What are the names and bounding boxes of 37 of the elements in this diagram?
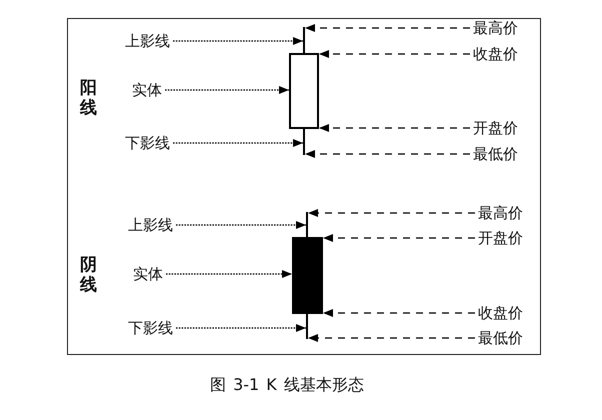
- candle-wick: [306, 314, 308, 339]
- leader-arrow: [323, 234, 475, 242]
- callout-label: 最高价: [478, 204, 523, 222]
- callout-label: 收盘价: [473, 45, 518, 63]
- candle-body: [292, 237, 323, 314]
- callout-label: 最高价: [473, 19, 518, 37]
- leader-arrow: [305, 150, 470, 158]
- callout-label: 上影线: [128, 216, 173, 234]
- callout-label: 下影线: [125, 134, 170, 152]
- callout-label: 实体: [132, 81, 162, 99]
- leader-arrow: [173, 37, 303, 45]
- section-label: 阴线: [80, 255, 97, 295]
- leader-arrow: [166, 270, 292, 278]
- candle-wick: [303, 129, 305, 155]
- leader-arrow: [305, 24, 470, 32]
- leader-arrow: [176, 221, 306, 229]
- leader-arrow: [308, 334, 475, 342]
- candle-wick: [306, 212, 308, 237]
- leader-arrow: [308, 209, 475, 217]
- leader-arrow: [176, 324, 306, 332]
- callout-label: 下影线: [128, 319, 173, 337]
- leader-arrow: [319, 50, 470, 58]
- figure-caption: 图 3-1 K 线基本形态: [210, 375, 364, 395]
- leader-arrow: [165, 86, 289, 94]
- callout-label: 实体: [133, 265, 163, 283]
- section-label: 阳线: [80, 78, 97, 118]
- callout-label: 开盘价: [478, 229, 523, 247]
- callout-label: 收盘价: [478, 304, 523, 322]
- candle-wick: [303, 27, 305, 53]
- leader-arrow: [319, 124, 470, 132]
- candle-body: [289, 53, 319, 129]
- callout-label: 上影线: [125, 32, 170, 50]
- callout-label: 最低价: [473, 145, 518, 163]
- leader-arrow: [173, 139, 303, 147]
- callout-label: 开盘价: [473, 119, 518, 137]
- leader-arrow: [323, 309, 475, 317]
- callout-label: 最低价: [478, 329, 523, 347]
